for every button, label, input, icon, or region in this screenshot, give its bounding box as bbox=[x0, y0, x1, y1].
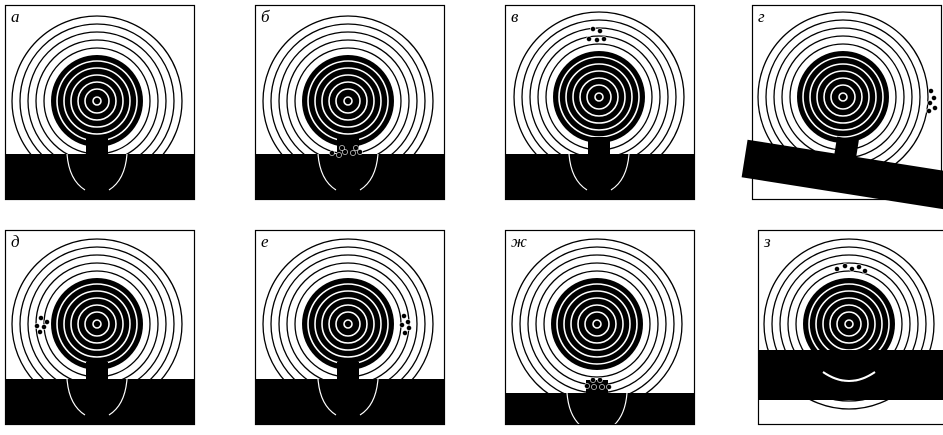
shot-hole bbox=[590, 377, 595, 382]
shot-hole bbox=[586, 36, 591, 41]
panel-label: а bbox=[11, 7, 20, 26]
front-sight-bar bbox=[505, 154, 695, 200]
target-face bbox=[758, 239, 943, 409]
shot-hole bbox=[357, 149, 362, 154]
shot-hole bbox=[599, 384, 604, 389]
front-sight-bar bbox=[505, 393, 695, 435]
shot-hole bbox=[399, 322, 404, 327]
shot-hole bbox=[597, 28, 602, 33]
shot-hole bbox=[926, 108, 931, 113]
target-panel-z: з bbox=[758, 231, 943, 425]
shot-hole bbox=[350, 150, 355, 155]
target-face bbox=[255, 16, 445, 200]
shot-hole bbox=[44, 319, 49, 324]
panel-label: з bbox=[763, 232, 771, 251]
target-face bbox=[255, 239, 445, 425]
target-panel-g: г bbox=[742, 6, 943, 210]
shot-hole bbox=[927, 100, 932, 105]
front-sight-post bbox=[834, 137, 859, 160]
shot-hole bbox=[597, 377, 602, 382]
shot-hole bbox=[37, 329, 42, 334]
shot-hole bbox=[353, 145, 358, 150]
shot-hole bbox=[34, 323, 39, 328]
front-sight-post bbox=[337, 362, 359, 381]
shot-hole bbox=[601, 36, 606, 41]
target-panel-zh: ж bbox=[505, 231, 695, 435]
shot-hole bbox=[339, 145, 344, 150]
target-face bbox=[505, 239, 695, 435]
shot-hole bbox=[862, 268, 867, 273]
target-panel-a: а bbox=[5, 6, 195, 201]
front-sight-bar bbox=[758, 350, 943, 400]
target-face bbox=[5, 16, 195, 200]
shot-hole bbox=[606, 384, 611, 389]
shot-hole bbox=[932, 105, 937, 110]
shot-hole bbox=[406, 325, 411, 330]
front-sight-post bbox=[86, 362, 108, 381]
shot-hole bbox=[849, 266, 854, 271]
target-panel-e: е bbox=[255, 231, 445, 426]
target-face bbox=[5, 239, 195, 425]
target-face bbox=[505, 12, 695, 200]
shot-hole bbox=[329, 150, 334, 155]
shot-hole bbox=[931, 95, 936, 100]
front-sight-bar bbox=[5, 379, 195, 425]
shot-hole bbox=[594, 37, 599, 42]
panel-label: д bbox=[11, 232, 20, 251]
shot-hole bbox=[590, 26, 595, 31]
panel-label: е bbox=[261, 232, 269, 251]
target-panel-d: д bbox=[5, 231, 195, 426]
shot-hole bbox=[591, 384, 596, 389]
front-sight-bar bbox=[255, 379, 445, 425]
shot-hole bbox=[402, 330, 407, 335]
shot-hole bbox=[834, 266, 839, 271]
front-sight-post bbox=[86, 137, 108, 156]
shot-hole bbox=[336, 152, 341, 157]
front-sight-bar bbox=[5, 154, 195, 200]
bull-black bbox=[51, 55, 143, 147]
front-sight-bar bbox=[255, 154, 445, 200]
panel-label: в bbox=[511, 7, 519, 26]
target-panel-b: б bbox=[255, 6, 445, 201]
shot-hole bbox=[856, 264, 861, 269]
panel-label: г bbox=[758, 7, 765, 26]
shot-hole bbox=[41, 324, 46, 329]
shot-hole bbox=[401, 313, 406, 318]
shot-hole bbox=[842, 263, 847, 268]
front-sight-post bbox=[588, 137, 610, 156]
shot-hole bbox=[405, 319, 410, 324]
shot-hole bbox=[38, 315, 43, 320]
panel-label: б bbox=[261, 7, 270, 26]
shot-hole bbox=[584, 383, 589, 388]
shot-hole bbox=[928, 88, 933, 93]
target-panel-v: в bbox=[505, 6, 695, 201]
panel-label: ж bbox=[511, 232, 527, 251]
